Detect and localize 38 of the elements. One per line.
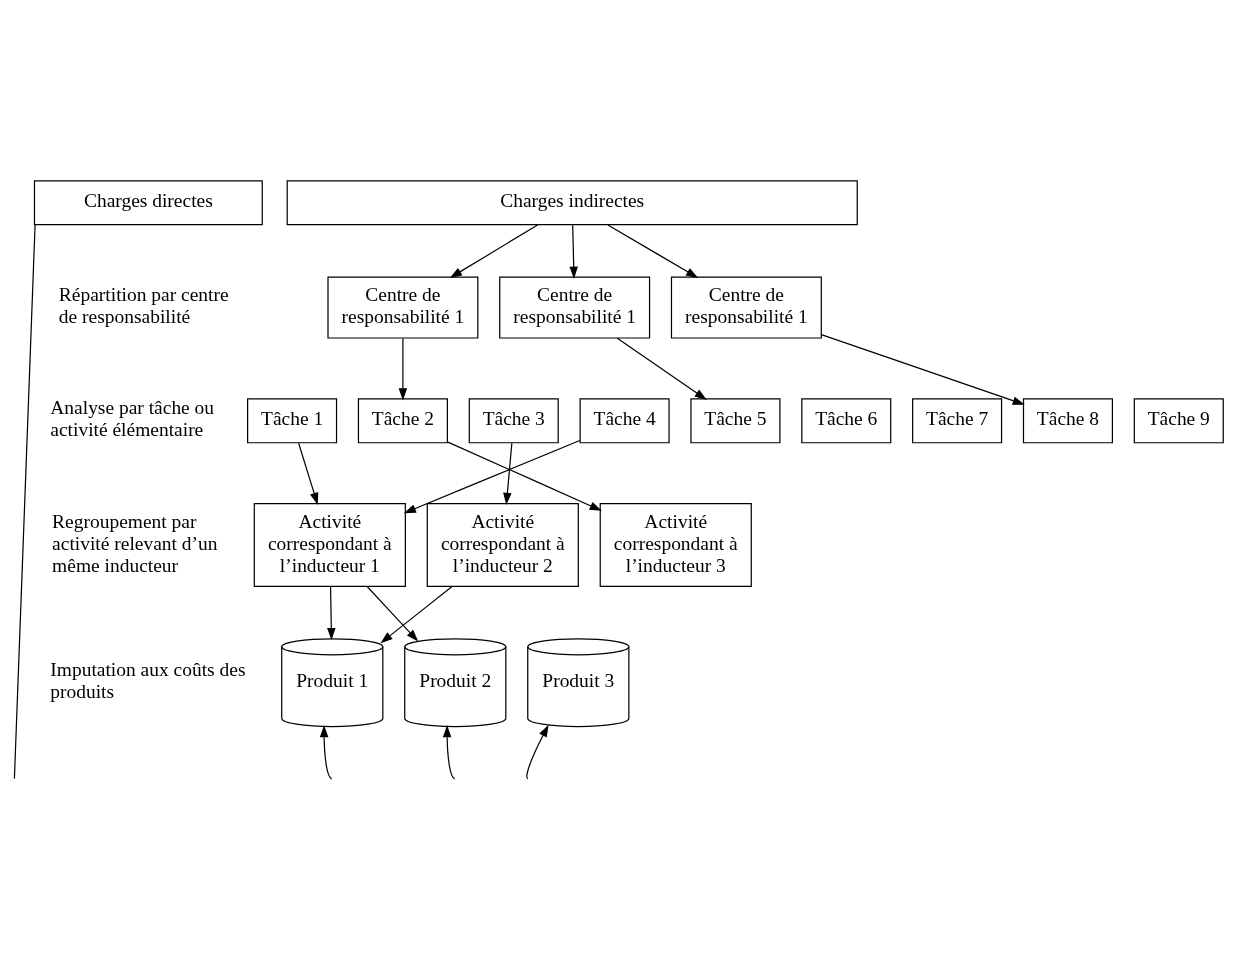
node-box: Activité correspondant à l’inducteur 2: [426, 502, 579, 587]
arrow: [403, 439, 581, 513]
node-box: Tâche 6: [801, 397, 892, 443]
node-box: Activité correspondant à l’inducteur 3: [599, 502, 752, 587]
arrow: [380, 585, 453, 643]
label: Analyse par tâche ou activité élémentaire: [50, 396, 215, 440]
arrow: [503, 442, 513, 505]
label: Regroupement par activité relevant d’un même inducteur: [52, 510, 218, 576]
node-box: Tâche 3: [468, 397, 559, 443]
node-box: Tâche 2: [357, 397, 448, 443]
node-box: Tâche 1: [247, 397, 338, 443]
node-box: Tâche 5: [690, 397, 781, 443]
arrow: [442, 724, 456, 779]
arrow: [298, 442, 319, 505]
node-box: Tâche 9: [1133, 397, 1224, 443]
arrow: [398, 337, 408, 400]
arrow: [449, 223, 539, 278]
label: Imputation aux coûts des produits: [50, 658, 246, 702]
connector: [13, 223, 36, 779]
arrow: [569, 224, 578, 279]
arrow: [366, 585, 419, 642]
arrow: [820, 333, 1025, 405]
node-box: Centre de responsabilité 1: [670, 275, 822, 339]
node-box: Charges directes: [33, 179, 263, 225]
arrow: [327, 585, 336, 640]
node-box: Centre de responsabilité 1: [499, 275, 651, 339]
arrow: [526, 724, 549, 779]
arrow: [616, 337, 707, 400]
arrow: [319, 724, 333, 779]
arrow: [447, 441, 602, 511]
node-box: Tâche 8: [1022, 397, 1113, 443]
node-box: Tâche 4: [579, 397, 670, 443]
node-box: Centre de responsabilité 1: [327, 275, 479, 339]
arrow: [607, 223, 699, 278]
node-box: Activité correspondant à l’inducteur 1: [253, 502, 406, 587]
node-box: Charges indirectes: [286, 179, 858, 225]
node-box: Tâche 7: [912, 397, 1003, 443]
label: Répartition par centre de responsabilité: [58, 283, 229, 327]
